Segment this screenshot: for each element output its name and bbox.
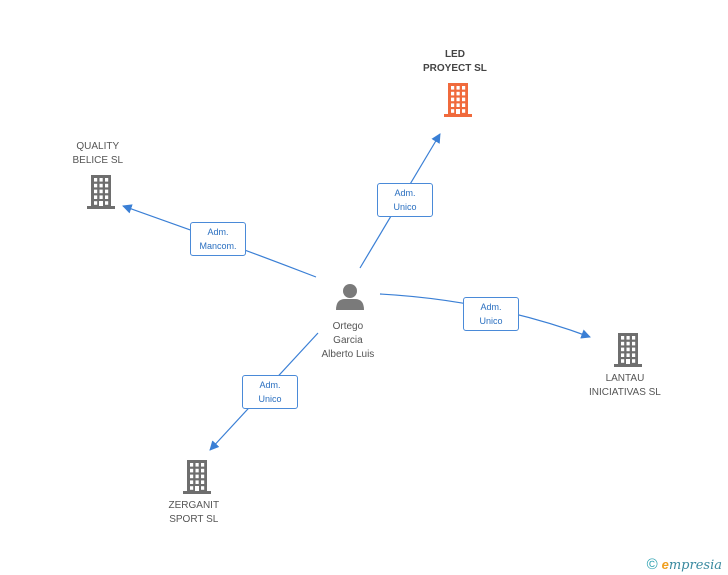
company-name-led[interactable]: LED PROYECT SL <box>423 48 487 76</box>
edge-label-line: Adm. <box>480 302 502 312</box>
company-name-line: PROYECT SL <box>423 63 487 74</box>
copyright-icon: © <box>646 556 658 573</box>
building-icon[interactable] <box>183 460 211 494</box>
building-icon[interactable] <box>614 333 642 367</box>
company-name-lantau[interactable]: LANTAU INICIATIVAS SL <box>589 372 661 400</box>
building-icon[interactable] <box>444 83 472 117</box>
company-name-line: LED <box>444 49 465 60</box>
person-icon[interactable] <box>336 284 364 310</box>
brand-name: mpresia <box>668 558 722 573</box>
company-name-line: SPORT SL <box>169 514 219 525</box>
company-name-zerganit[interactable]: ZERGANIT SPORT SL <box>169 499 220 527</box>
company-name-quality[interactable]: QUALITY BELICE SL <box>73 140 124 168</box>
edge-label-line: Mancom. <box>199 241 237 251</box>
person-name-line: Alberto Luis <box>321 349 375 360</box>
edge-label-line: Adm. <box>207 227 229 237</box>
company-name-line: ZERGANIT <box>168 500 220 511</box>
person-name-line: Ortego <box>332 321 364 332</box>
edge-label-zerganit[interactable]: Adm. Unico <box>242 375 298 409</box>
edge-label-line: Unico <box>258 394 282 404</box>
edge-label-line: Adm. <box>259 380 281 390</box>
edge-label-quality[interactable]: Adm. Mancom. <box>190 222 246 256</box>
edge-label-line: Unico <box>393 202 417 212</box>
footer-brand: ©empresia <box>647 556 722 573</box>
edge-label-lantau[interactable]: Adm. Unico <box>463 297 519 331</box>
edge-label-line: Unico <box>479 316 503 326</box>
person-name-line: Garcia <box>333 335 363 346</box>
company-name-line: QUALITY <box>76 141 120 152</box>
company-name-line: LANTAU <box>605 373 645 384</box>
brand-initial: e <box>661 557 669 572</box>
company-name-line: INICIATIVAS SL <box>589 387 661 398</box>
edge-label-led[interactable]: Adm. Unico <box>377 183 433 217</box>
company-name-line: BELICE SL <box>72 155 124 166</box>
edge-label-line: Adm. <box>394 188 416 198</box>
building-icon[interactable] <box>87 175 115 209</box>
